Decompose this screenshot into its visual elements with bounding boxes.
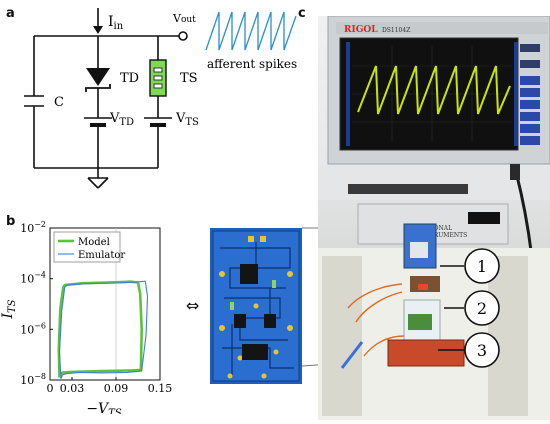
scope-side-button [520, 88, 540, 97]
scope-model-label: DS1104Z [382, 27, 410, 34]
y-tick-label: 10−2 [20, 220, 46, 235]
callout-3: 3 [464, 332, 500, 368]
td-source-label: VTD [109, 111, 134, 128]
circuit-diagram: Iin Vout C TD TS VTD VTS afferent spikes [24, 8, 297, 189]
tunnel-diode-symbol [85, 68, 111, 92]
x-axis-label: −VTS [86, 401, 122, 414]
callout-2-label: 2 [477, 299, 487, 318]
pcb-layout-image [210, 228, 302, 384]
legend-label: Model [78, 237, 110, 248]
output-terminal [178, 31, 188, 41]
lab-setup-photo: RIGOL DS1104Z NATIONAL INSTRUMENTS [318, 15, 550, 421]
ts-source-label: VTS [175, 111, 199, 128]
afferent-spikes-label: afferent spikes [207, 57, 297, 71]
callouts: 1 2 3 [438, 248, 500, 368]
capacitor-label: C [54, 95, 64, 110]
y-tick-label: 10−6 [20, 321, 46, 336]
scope-side-button [520, 136, 540, 145]
lab-setup-illustration: RIGOL DS1104Z NATIONAL INSTRUMENTS [318, 15, 550, 421]
iv-chart: 0 0.03 0.09 0.15 10−8 10−6 10−4 10−2ModelEmulat… [0, 220, 173, 414]
x-tick-label: 0.03 [60, 382, 85, 395]
afferent-spikes-waveform [205, 11, 297, 51]
scope-side-button [520, 112, 540, 121]
scope-sawtooth-trace [357, 65, 511, 115]
y-axis-label: ITS [0, 299, 18, 319]
scope-brand-label: RIGOL [344, 25, 378, 35]
daq-brand-label-2: INSTRUMENTS [418, 232, 467, 239]
x-tick-label: 0 [47, 382, 54, 395]
legend-label: Emulator [78, 250, 125, 261]
threshold-switch-label: TS [180, 71, 198, 86]
series-line-model [57, 280, 143, 378]
input-current-label: Iin [108, 14, 124, 32]
scope-side-button [520, 100, 540, 109]
y-tick-label: 10−8 [20, 372, 46, 387]
x-tick-label: 0.15 [148, 382, 173, 395]
panel-letter-c: c [298, 6, 306, 21]
panel-letter-a: a [6, 6, 15, 21]
y-tick-label: 10−4 [20, 271, 46, 286]
output-voltage-label: Vout [172, 12, 196, 25]
panel-letter-b: b [6, 214, 16, 229]
x-tick-label: 0.09 [104, 382, 129, 395]
callout-3-label: 3 [477, 341, 487, 360]
callout-1-label: 1 [477, 257, 487, 276]
tunnel-diode-label: TD [120, 71, 139, 86]
scope-side-button [520, 124, 540, 133]
equivalence-symbol: ⇔ [186, 296, 200, 315]
current-arrow-icon [93, 26, 103, 34]
series-line-emulator [58, 280, 149, 379]
callout-1: 1 [464, 248, 500, 284]
scope-side-button [520, 76, 540, 85]
threshold-switch-symbol [149, 59, 167, 97]
callout-2: 2 [464, 290, 500, 326]
